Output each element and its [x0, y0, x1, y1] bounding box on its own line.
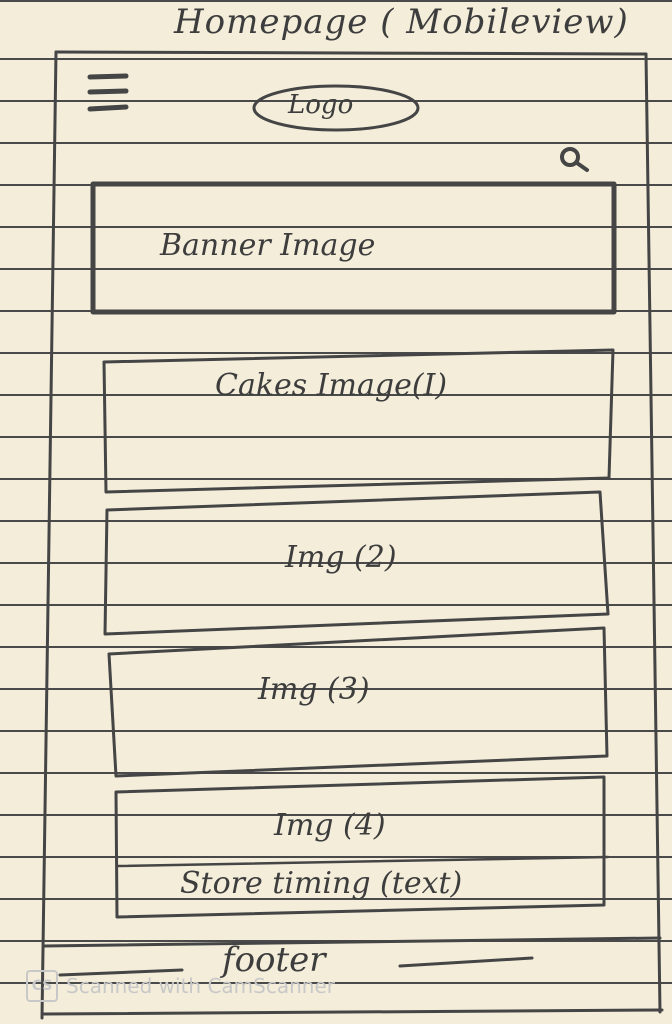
img3-label: Img (3): [258, 672, 370, 707]
img2-box: [103, 490, 610, 636]
store-timing-label: Store timing (text): [180, 866, 463, 901]
img2-label: Img (2): [285, 540, 397, 575]
banner-label: Banner Image: [160, 228, 376, 263]
cakes-image-box: [102, 348, 615, 494]
page-title: Homepage ( Mobileview): [170, 2, 633, 42]
watermark-text: Scanned with CamScanner: [66, 974, 335, 998]
cakes-image-label: Cakes Image(I): [215, 368, 448, 403]
logo-text: Logo: [288, 90, 354, 120]
search-icon[interactable]: [560, 147, 589, 172]
img4-box: [114, 775, 606, 919]
footer-label: footer: [222, 940, 326, 980]
scanner-watermark: CS Scanned with CamScanner: [26, 970, 335, 1002]
img3-box: [107, 626, 609, 778]
hamburger-menu-icon[interactable]: [87, 73, 129, 112]
logo-ellipse: [252, 84, 420, 132]
img4-label: Img (4): [274, 808, 386, 843]
banner-box: [90, 181, 617, 315]
camscanner-logo-icon: CS: [26, 970, 58, 1002]
